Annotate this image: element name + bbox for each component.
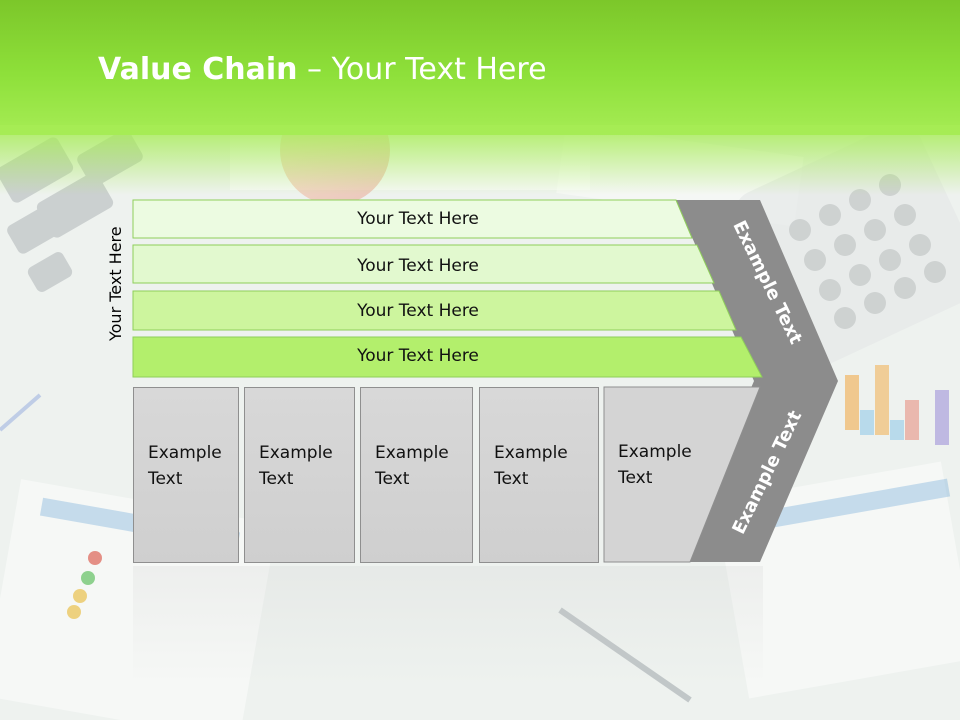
bar-2-label: Your Text Here (357, 256, 479, 276)
header-fade (0, 125, 960, 195)
box-4[interactable]: Example Text (479, 387, 599, 563)
bar-shape-2 (132, 244, 715, 284)
box-4-label: Example Text (494, 443, 568, 489)
box-5[interactable]: Example Text (604, 387, 704, 563)
title-rest: – Your Text Here (297, 52, 547, 87)
boxes-reflection (133, 566, 763, 686)
box-5-label: Example Text (618, 442, 692, 488)
box-3[interactable]: Example Text (360, 387, 473, 563)
box-3-label: Example Text (375, 443, 449, 489)
box-2[interactable]: Example Text (244, 387, 355, 563)
bar-3-label: Your Text Here (357, 301, 479, 321)
bar-shape-4 (132, 336, 763, 378)
box-shape-5 (603, 386, 761, 563)
bar-1-label: Your Text Here (357, 209, 479, 229)
box-2-label: Example Text (259, 443, 333, 489)
bar-shape-3 (132, 290, 737, 331)
bar-shape-1 (132, 199, 693, 239)
title-bold: Value Chain (98, 52, 298, 87)
bar-4-label: Your Text Here (357, 346, 479, 366)
header-band (0, 0, 960, 135)
box-1-label: Example Text (148, 443, 222, 489)
box-1[interactable]: Example Text (133, 387, 239, 563)
slide-title: Value Chain – Your Text Here (98, 52, 547, 87)
